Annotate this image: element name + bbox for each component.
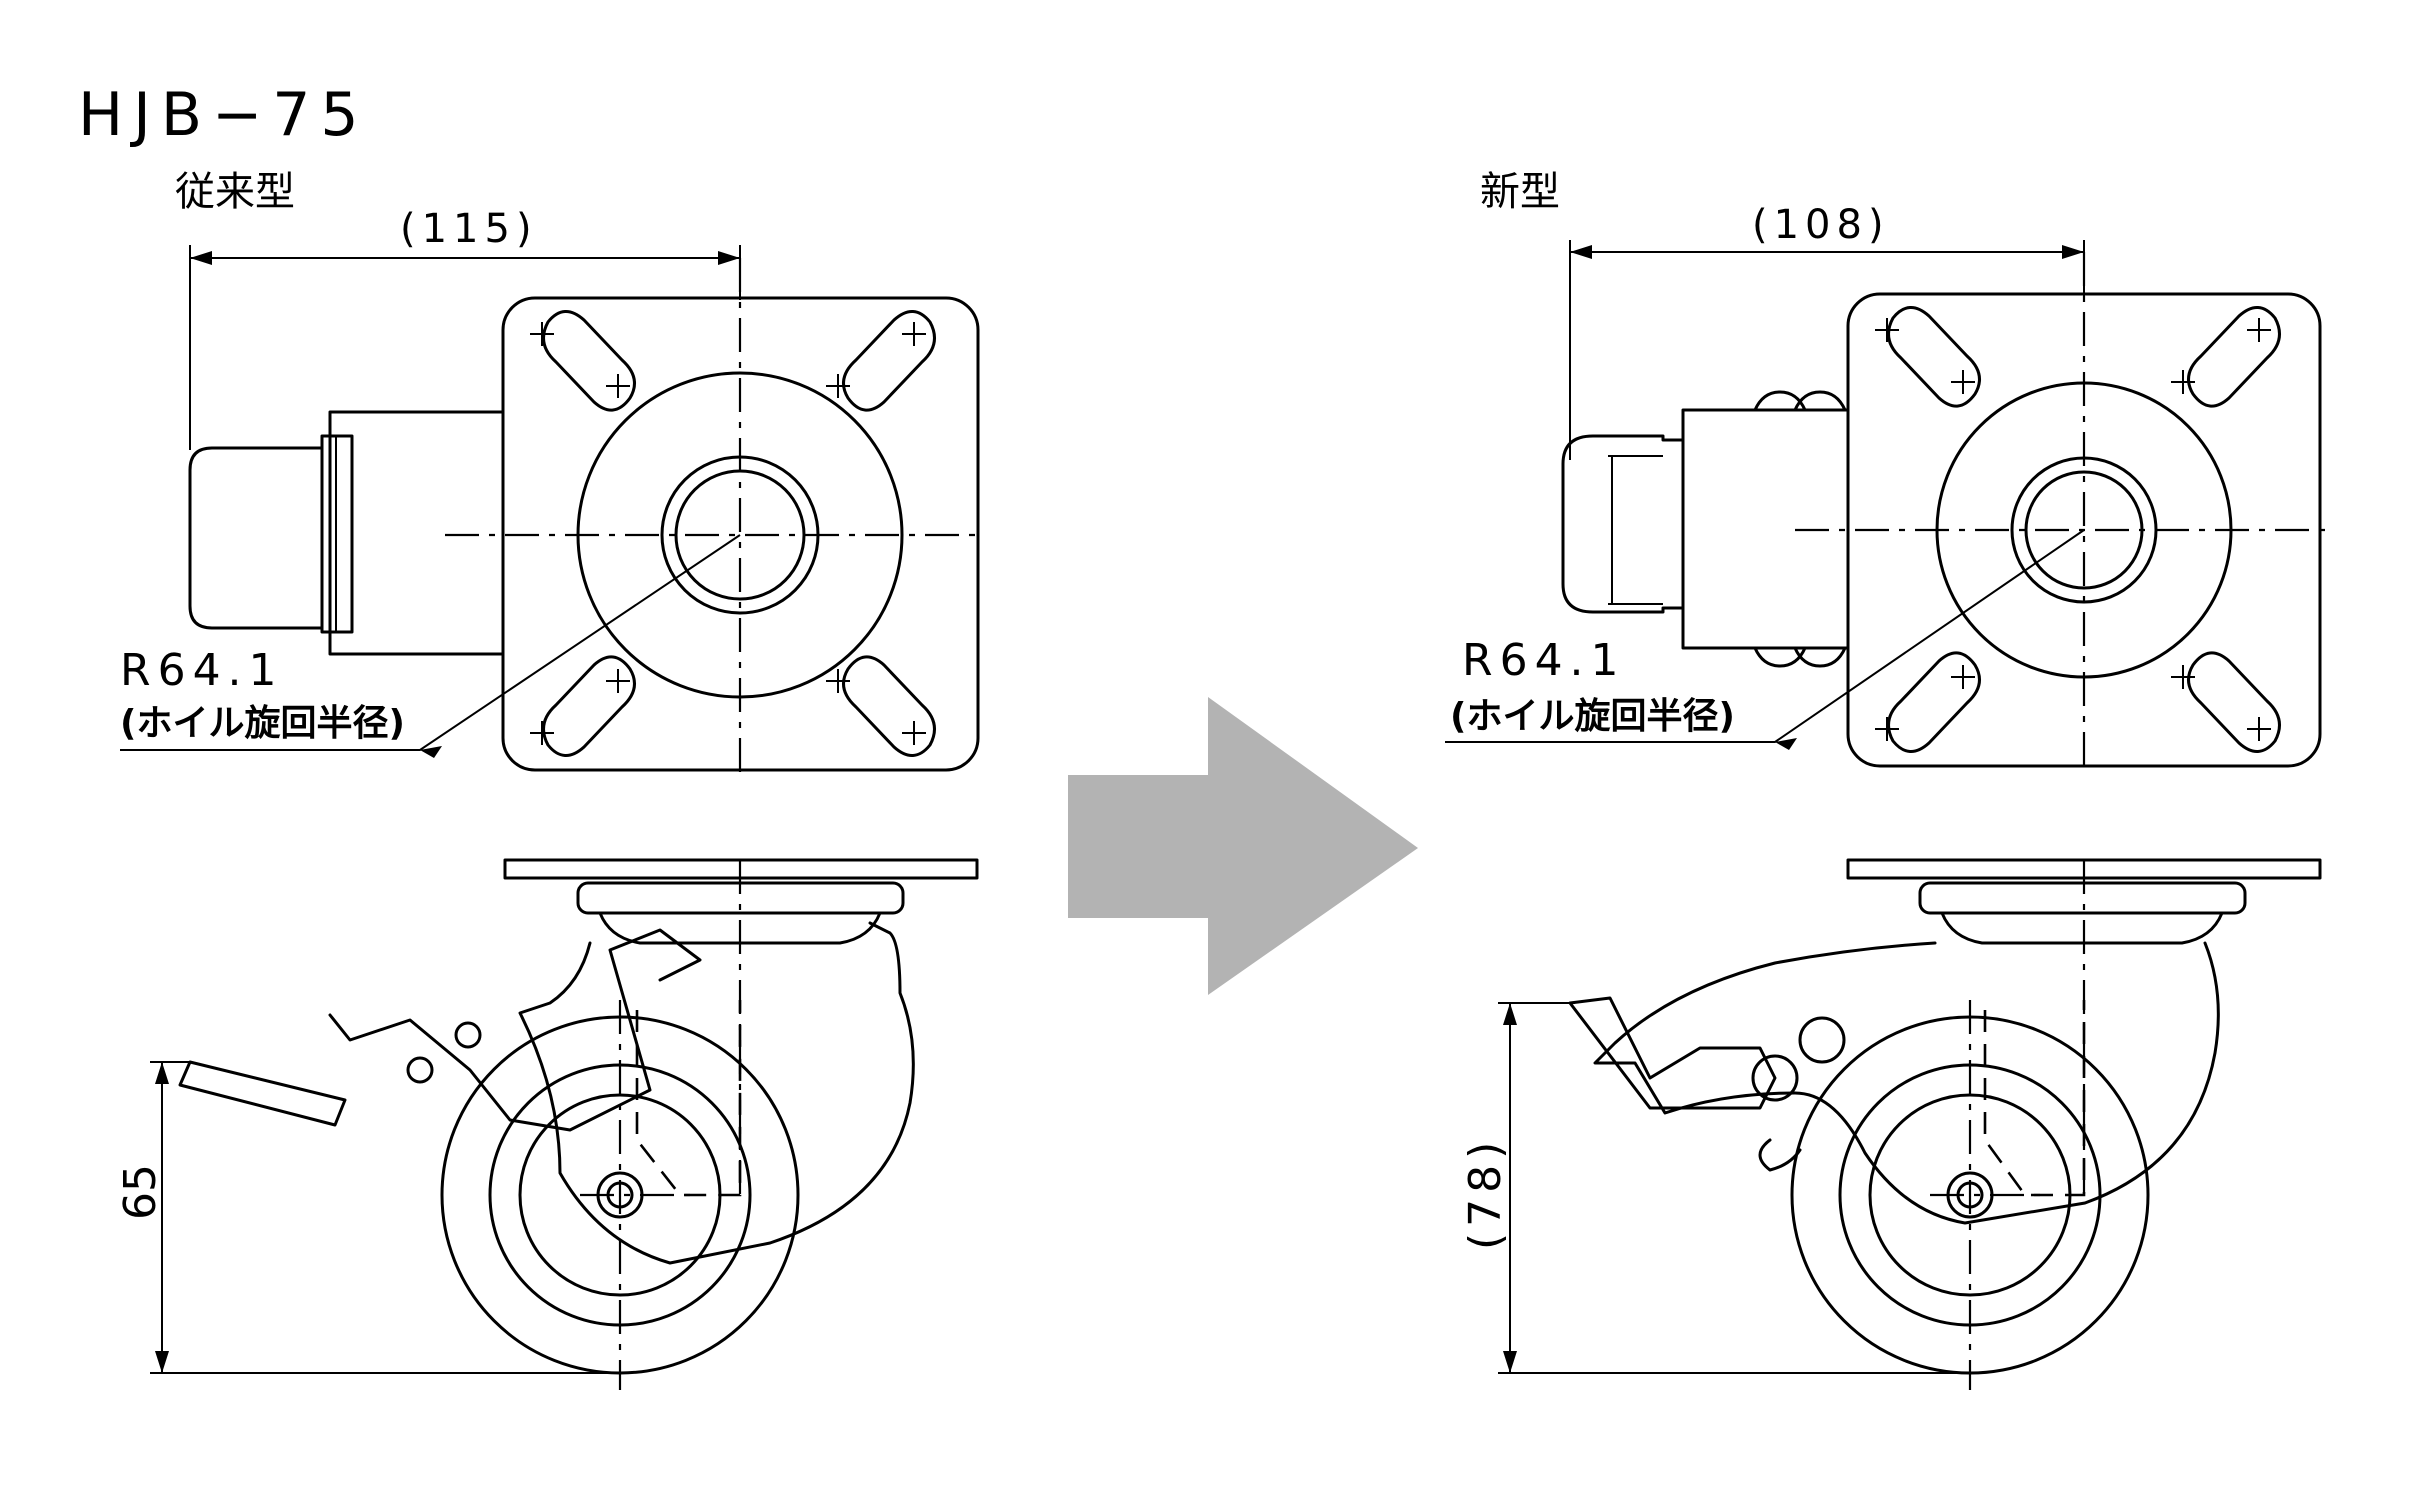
old-top-view: (115) R64.1 (ホイル旋回半径) <box>120 206 985 775</box>
old-radius-value: R64.1 <box>120 645 284 696</box>
new-radius-note: (ホイル旋回半径) <box>1450 696 1735 737</box>
new-height-dim-text: (78) <box>1460 1136 1511 1250</box>
new-mounting-slots <box>1887 306 2281 753</box>
old-radius-note: (ホイル旋回半径) <box>120 703 405 744</box>
old-width-dim-text: (115) <box>400 206 538 252</box>
new-brake-pin-2 <box>1798 1016 1846 1064</box>
transition-arrow <box>1068 697 1418 995</box>
new-fork-body <box>1593 941 2220 1225</box>
new-slot-center-marks <box>1875 318 2271 741</box>
old-brake-pin-2 <box>454 1021 482 1049</box>
old-fork-body <box>518 921 915 1265</box>
new-brake-knob-bottom-2 <box>1793 646 1847 668</box>
new-radius-value: R64.1 <box>1462 635 1626 686</box>
new-swivel-bearing <box>1940 911 2224 945</box>
new-type-label: 新型 <box>1480 169 1560 215</box>
new-top-view: (108) R64.1 (ホイル旋回半径) <box>1445 202 2325 770</box>
old-brake-cap <box>188 446 324 630</box>
new-radius-arrowhead <box>1775 738 1797 750</box>
old-mounting-slots <box>542 310 936 757</box>
old-brake-housing <box>328 410 505 656</box>
old-height-dim-text: 65 <box>115 1164 166 1220</box>
old-brake-pin-1 <box>406 1056 434 1084</box>
new-side-view: (78) <box>1460 858 2322 1390</box>
new-brake-cap-detail <box>1608 455 1663 605</box>
old-radius-arrowhead <box>420 746 442 758</box>
new-brake-pin-1 <box>1751 1054 1799 1102</box>
new-brake-pedal <box>1568 996 1777 1110</box>
model-title: HJB−75 <box>78 80 369 150</box>
old-type-label: 従来型 <box>175 169 295 215</box>
new-brake-spring <box>1758 1138 1802 1172</box>
new-brake-knob-top-2 <box>1793 390 1847 412</box>
old-side-view: 65 <box>115 858 979 1390</box>
old-slot-center-marks <box>530 322 926 745</box>
new-swivel-ring <box>1918 881 2247 915</box>
old-brake-bracket <box>328 928 702 1132</box>
old-brake-pedal <box>178 1060 347 1127</box>
new-brake-cap <box>1561 434 1685 614</box>
new-width-dim-text: (108) <box>1752 202 1890 248</box>
